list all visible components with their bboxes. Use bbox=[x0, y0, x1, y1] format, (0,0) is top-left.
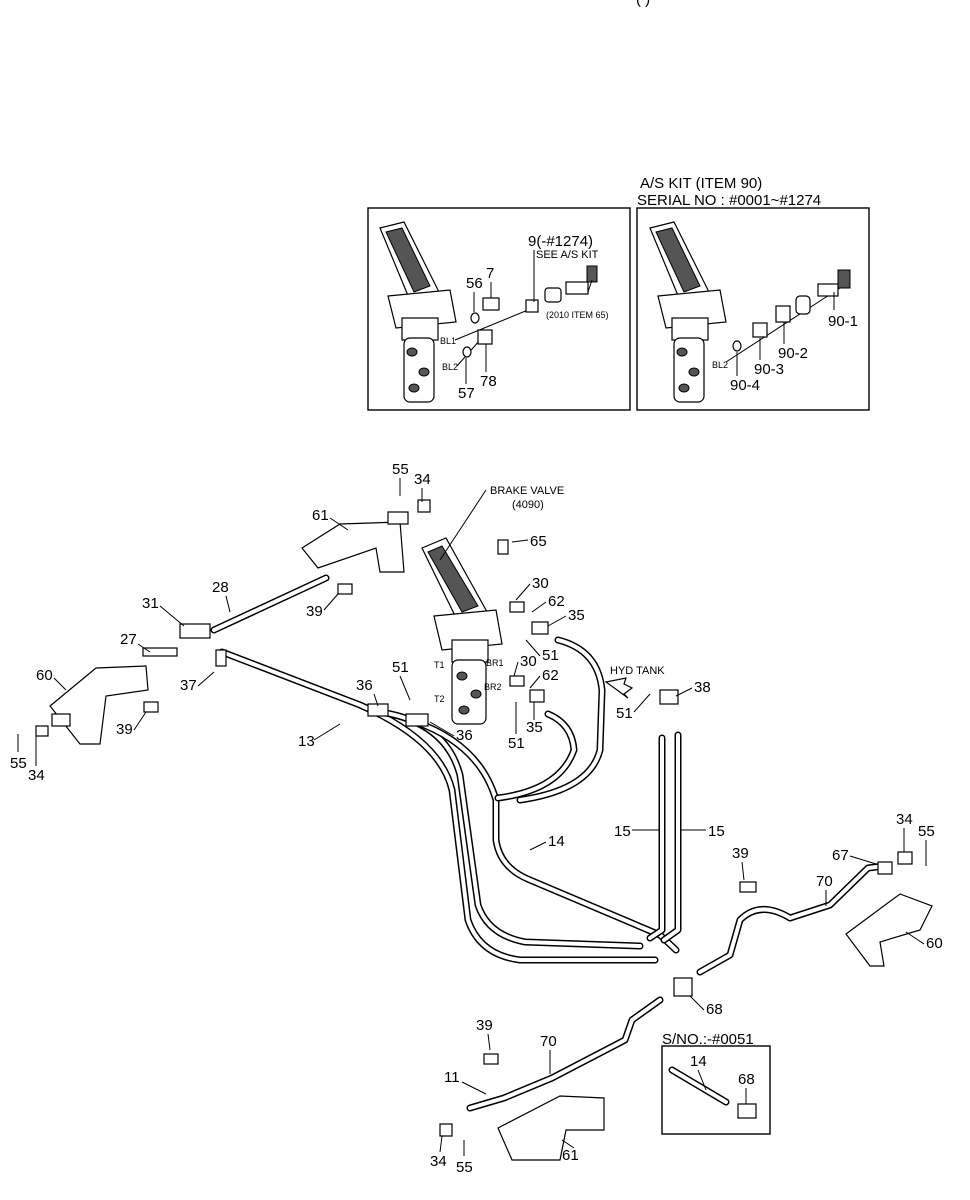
header-text: ( ) bbox=[636, 0, 650, 8]
callout-78: 78 bbox=[480, 373, 497, 390]
callout-15a: 15 bbox=[614, 823, 631, 840]
callout-28: 28 bbox=[212, 579, 229, 596]
callout-35b: 35 bbox=[526, 719, 543, 736]
inset-main: BL1 BL2 9(-#1274) SEE A/S KIT (2010 ITEM… bbox=[367, 207, 631, 411]
callout-39b: 39 bbox=[116, 721, 133, 738]
inset-sno-frame bbox=[661, 1045, 771, 1135]
sno-callout-68: 68 bbox=[738, 1071, 755, 1088]
kit-callout-90-4: 90-4 bbox=[730, 377, 760, 394]
callout-34d: 34 bbox=[430, 1153, 447, 1170]
port-br2: BR2 bbox=[484, 682, 502, 692]
callout-56: 56 bbox=[466, 275, 483, 292]
sno-callout-14: 14 bbox=[690, 1053, 707, 1070]
fitting-parts bbox=[462, 265, 598, 358]
inset-kit: A/S KIT (ITEM 90) SERIAL NO : #0001~#127… bbox=[636, 175, 870, 411]
callout-34a: 34 bbox=[414, 471, 431, 488]
callout-11: 11 bbox=[444, 1069, 460, 1086]
callout-51b: 51 bbox=[392, 659, 409, 676]
callout-37: 37 bbox=[180, 677, 197, 694]
inset-main-frame bbox=[367, 207, 631, 411]
callout-70a: 70 bbox=[816, 873, 833, 890]
callout-30a: 30 bbox=[532, 575, 549, 592]
callout-39d: 39 bbox=[476, 1017, 493, 1034]
callout-60b: 60 bbox=[926, 935, 943, 952]
callout-9: 9(-#1274) bbox=[528, 233, 593, 250]
kit-callout-90-1: 90-1 bbox=[828, 313, 858, 330]
sno-fitting bbox=[737, 1103, 757, 1119]
callout-35a: 35 bbox=[568, 607, 585, 624]
brake-valve-label-line1: BRAKE VALVE bbox=[490, 485, 564, 497]
callout-see-kit: SEE A/S KIT bbox=[536, 249, 599, 261]
callout-55a: 55 bbox=[392, 461, 409, 478]
callout-51c: 51 bbox=[508, 735, 525, 752]
port-bl2: BL2 bbox=[442, 362, 458, 372]
callout-70b: 70 bbox=[540, 1033, 557, 1050]
callout-34c: 34 bbox=[896, 811, 913, 828]
inset-kit-frame bbox=[636, 207, 870, 411]
hyd-tank-arrow bbox=[604, 677, 634, 699]
callout-51d: 51 bbox=[616, 705, 633, 722]
callout-38: 38 bbox=[694, 679, 711, 696]
kit-title-line1: A/S KIT (ITEM 90) bbox=[640, 175, 762, 192]
small-fittings bbox=[35, 499, 913, 1137]
callout-62a: 62 bbox=[548, 593, 565, 610]
callout-34b: 34 bbox=[28, 767, 45, 784]
callout-14: 14 bbox=[548, 833, 565, 850]
callout-55c: 55 bbox=[918, 823, 935, 840]
callout-27: 27 bbox=[120, 631, 137, 648]
port-br1: BR1 bbox=[486, 658, 504, 668]
callout-39a: 39 bbox=[306, 603, 323, 620]
port-t1: T1 bbox=[434, 660, 445, 670]
callout-61a: 61 bbox=[312, 507, 329, 524]
callout-36a: 36 bbox=[356, 677, 373, 694]
pedal-drawing bbox=[379, 221, 457, 403]
hyd-tank-label: HYD TANK bbox=[610, 665, 665, 677]
callout-36b: 36 bbox=[456, 727, 473, 744]
kit-pedal-drawing bbox=[649, 221, 727, 403]
kit-callout-90-3: 90-3 bbox=[754, 361, 784, 378]
brackets bbox=[49, 521, 933, 1161]
main-assembly: BRAKE VALVE (4090) HYD TANK T1 T2 BR1 BR… bbox=[10, 461, 943, 1176]
port-bl1: BL1 bbox=[440, 336, 456, 346]
callout-62b: 62 bbox=[542, 667, 559, 684]
callout-55b: 55 bbox=[10, 755, 27, 772]
kit-port-bl2: BL2 bbox=[712, 360, 728, 370]
port-t2: T2 bbox=[434, 694, 445, 704]
brake-valve-label-line2: (4090) bbox=[512, 499, 544, 511]
callout-60a: 60 bbox=[36, 667, 53, 684]
sno-title: S/NO.:-#0051 bbox=[662, 1031, 754, 1048]
callout-65: 65 bbox=[530, 533, 547, 550]
kit-title-line2: SERIAL NO : #0001~#1274 bbox=[637, 192, 821, 209]
brake-valve-drawing bbox=[421, 537, 509, 725]
callout-57: 57 bbox=[458, 385, 475, 402]
callout-7: 7 bbox=[486, 265, 494, 282]
callout-68: 68 bbox=[706, 1001, 723, 1018]
kit-parts bbox=[732, 269, 851, 352]
callout-note: (2010 ITEM 65) bbox=[546, 310, 609, 320]
callout-67: 67 bbox=[832, 847, 849, 864]
leader-lines bbox=[17, 478, 927, 1156]
callout-39c: 39 bbox=[732, 845, 749, 862]
callout-55d: 55 bbox=[456, 1159, 473, 1176]
callout-61b: 61 bbox=[562, 1147, 579, 1164]
inset-sno: S/NO.:-#0051 14 68 bbox=[661, 1031, 771, 1135]
callout-15b: 15 bbox=[708, 823, 725, 840]
kit-callout-90-2: 90-2 bbox=[778, 345, 808, 362]
callout-31: 31 bbox=[142, 595, 159, 612]
callout-13: 13 bbox=[298, 733, 315, 750]
callout-51a: 51 bbox=[542, 647, 559, 664]
callout-30b: 30 bbox=[520, 653, 537, 670]
